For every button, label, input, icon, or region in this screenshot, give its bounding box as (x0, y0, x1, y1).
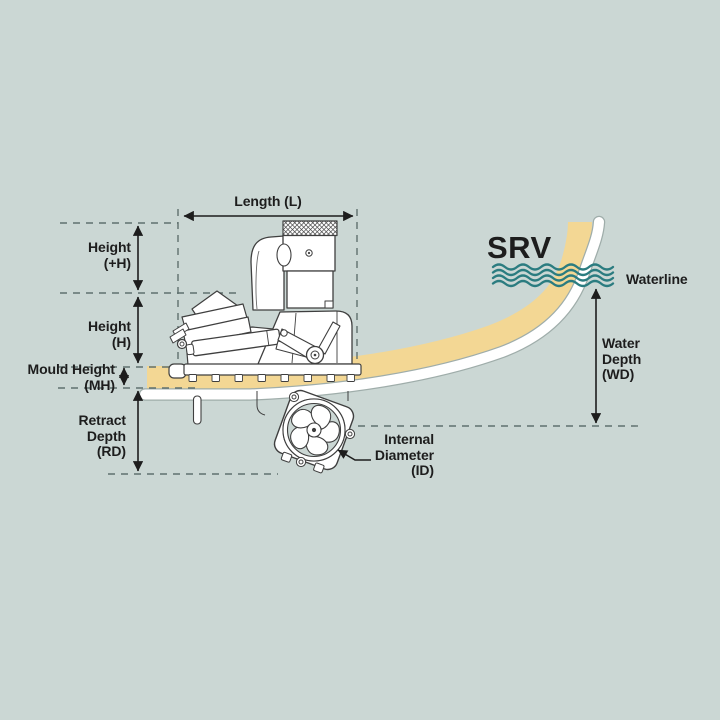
drive-machinery (168, 290, 353, 379)
pod-foot (313, 462, 325, 474)
waterline-waves-icon (491, 263, 615, 288)
electric-motor (250, 220, 338, 311)
label-water-depth: Water Depth (WD) (602, 335, 642, 382)
internal-diameter-leader (337, 449, 371, 461)
motor-cowl (250, 235, 285, 311)
motor-vent-grille (282, 220, 338, 237)
flange-bolts (188, 374, 355, 382)
tunnel-wall (283, 399, 345, 461)
tunnel-outer-ring (282, 398, 346, 462)
label-height-plus: Height (+H) (88, 239, 131, 271)
hinge-ring (176, 338, 188, 350)
guide-lines (58, 209, 638, 475)
label-length: Length (L) (234, 193, 302, 209)
propeller-pod (273, 389, 356, 474)
dimension-arrows (118, 210, 602, 472)
propeller-icon (290, 404, 340, 456)
tunnel-frame (256, 391, 349, 416)
product-name: SRV (487, 230, 552, 265)
mounting-flange (183, 363, 362, 382)
guide-rod (192, 395, 202, 425)
motor-tab (324, 300, 334, 309)
hinge-finger (169, 328, 187, 344)
pivot-hub (305, 345, 325, 365)
label-waterline: Waterline (626, 271, 688, 287)
pod-bolts (288, 391, 356, 468)
tunnel-inner-ring (286, 402, 342, 458)
label-mould-height: Mould Height (MH) (27, 361, 116, 393)
label-retract-depth: Retract Depth (RD) (78, 412, 126, 459)
label-height: Height (H) (88, 318, 131, 350)
hull-lining (140, 217, 604, 400)
pod-foot (280, 451, 293, 463)
label-internal-diameter: Internal Diameter (ID) (374, 431, 434, 478)
thruster-unit (168, 220, 362, 474)
cowl-notch (276, 243, 292, 267)
